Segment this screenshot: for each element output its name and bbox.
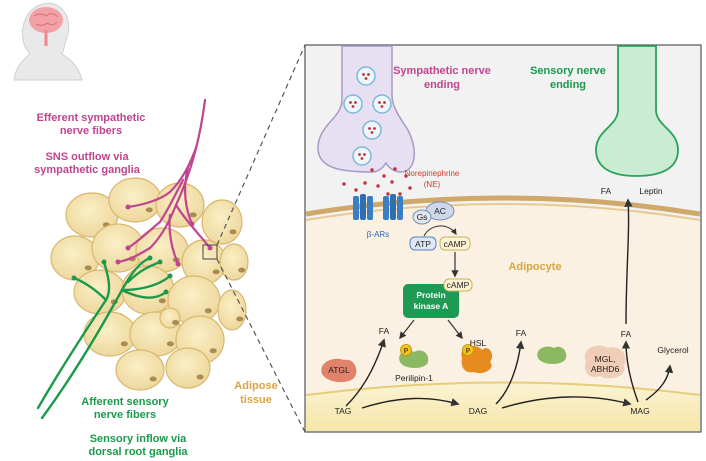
perilipin-protein: P [399,344,429,368]
adipose-cell [219,243,249,281]
atp-label: ATP [409,236,437,251]
svg-text:ATGL: ATGL [328,365,350,375]
synaptic-vesicle [352,146,372,166]
adipocyte-label: Adipocyte [508,261,561,273]
fa-label: FA [379,326,390,336]
adenylyl-cyclase: AC Gs [412,201,455,225]
norepinephrine-label: Norepinephrine (NE) [405,169,460,189]
svg-text:Sympathetic nerve: Sympathetic nerve [393,65,491,77]
svg-text:P: P [404,348,409,355]
svg-text:(NE): (NE) [424,180,441,189]
svg-text:nerve fibers: nerve fibers [60,125,122,137]
lipolysis-labels: FA FA FA Glycerol TAG DAG MAG FA Leptin [335,186,689,416]
sensory-ending-label: Sensory nerve ending [530,65,606,91]
beta-ars-label: β-ARs [367,230,389,239]
svg-text:Efferent sympathetic: Efferent sympathetic [37,112,146,124]
svg-text:Sensory nerve: Sensory nerve [530,65,606,77]
sensory-nerve-fibers [36,256,172,420]
svg-text:ABHD6: ABHD6 [591,364,620,374]
fa-sensory-label: FA [601,186,612,196]
fa-label: FA [621,329,632,339]
svg-text:Protein: Protein [416,290,445,300]
hsl-enzyme: P [461,344,493,374]
svg-text:ending: ending [424,79,460,91]
adipose-cell [165,347,211,389]
svg-text:dorsal root ganglia: dorsal root ganglia [88,446,188,458]
adipose-cell [50,235,100,281]
svg-text:cAMP: cAMP [444,239,467,249]
adipose-cell [217,289,247,331]
adipose-cell [159,307,181,329]
svg-text:cAMP: cAMP [447,280,470,290]
adipocyte-zoom-panel [304,44,702,433]
synaptic-vesicle [362,120,382,140]
afferent-fibers-label: Afferent sensory nerve fibers [81,396,169,421]
svg-text:P: P [466,348,471,355]
adipose-cell [83,311,137,357]
svg-text:Norepinephrine: Norepinephrine [405,169,460,178]
svg-text:Sensory inflow via: Sensory inflow via [90,433,187,445]
sympathetic-nerve-terminal [317,45,415,173]
perilipin-label: Perilipin-1 [395,373,433,383]
glycerol-label: Glycerol [657,345,688,355]
adipose-tissue-cluster [50,177,249,391]
svg-text:Gs: Gs [417,212,428,222]
adipose-cell [201,199,243,245]
svg-text:tissue: tissue [240,394,272,406]
zoom-box [202,244,218,260]
svg-text:ATP: ATP [415,239,431,249]
perilipin-protein [537,346,567,364]
mag-label: MAG [630,406,649,416]
efferent-fibers-label: Efferent sympathetic nerve fibers [37,112,146,137]
svg-text:nerve fibers: nerve fibers [94,409,156,421]
svg-text:Afferent sensory: Afferent sensory [81,396,169,408]
hsl-label: HSL [470,338,487,348]
svg-text:Adipocyte: Adipocyte [508,261,561,273]
svg-text:kinase A: kinase A [414,301,449,311]
dag-label: DAG [469,406,487,416]
adipose-cell [155,182,205,228]
sympathetic-ending-label: Sympathetic nerve ending [393,65,491,91]
head-icon [13,2,83,81]
camp-label: cAMP [439,236,471,251]
atgl-enzyme: ATGL [321,358,357,383]
leptin-label: Leptin [639,186,662,196]
svg-text:MGL,: MGL, [595,354,616,364]
tag-label: TAG [335,406,352,416]
svg-text:ending: ending [550,79,586,91]
svg-text:SNS outflow via: SNS outflow via [45,151,129,163]
protein-kinase-a: Protein kinase A cAMP [403,278,473,318]
fa-label: FA [516,328,527,338]
svg-text:Adipose: Adipose [234,380,277,392]
adipose-tissue-label: Adipose tissue [234,380,277,406]
synaptic-vesicle [356,66,376,86]
synaptic-vesicle [372,94,392,114]
svg-text:sympathetic ganglia: sympathetic ganglia [34,164,141,176]
adipose-cell [115,349,165,391]
mgl-abhd6-enzyme: MGL, ABHD6 [584,345,626,379]
sensory-nerve-terminal [595,45,679,177]
sns-outflow-label: SNS outflow via sympathetic ganglia [34,151,141,176]
norepinephrine-molecules [342,167,412,196]
sensory-inflow-label: Sensory inflow via dorsal root ganglia [88,433,188,458]
synaptic-vesicle [343,94,363,114]
svg-text:AC: AC [434,206,446,216]
beta-adrenergic-receptor [353,194,403,220]
